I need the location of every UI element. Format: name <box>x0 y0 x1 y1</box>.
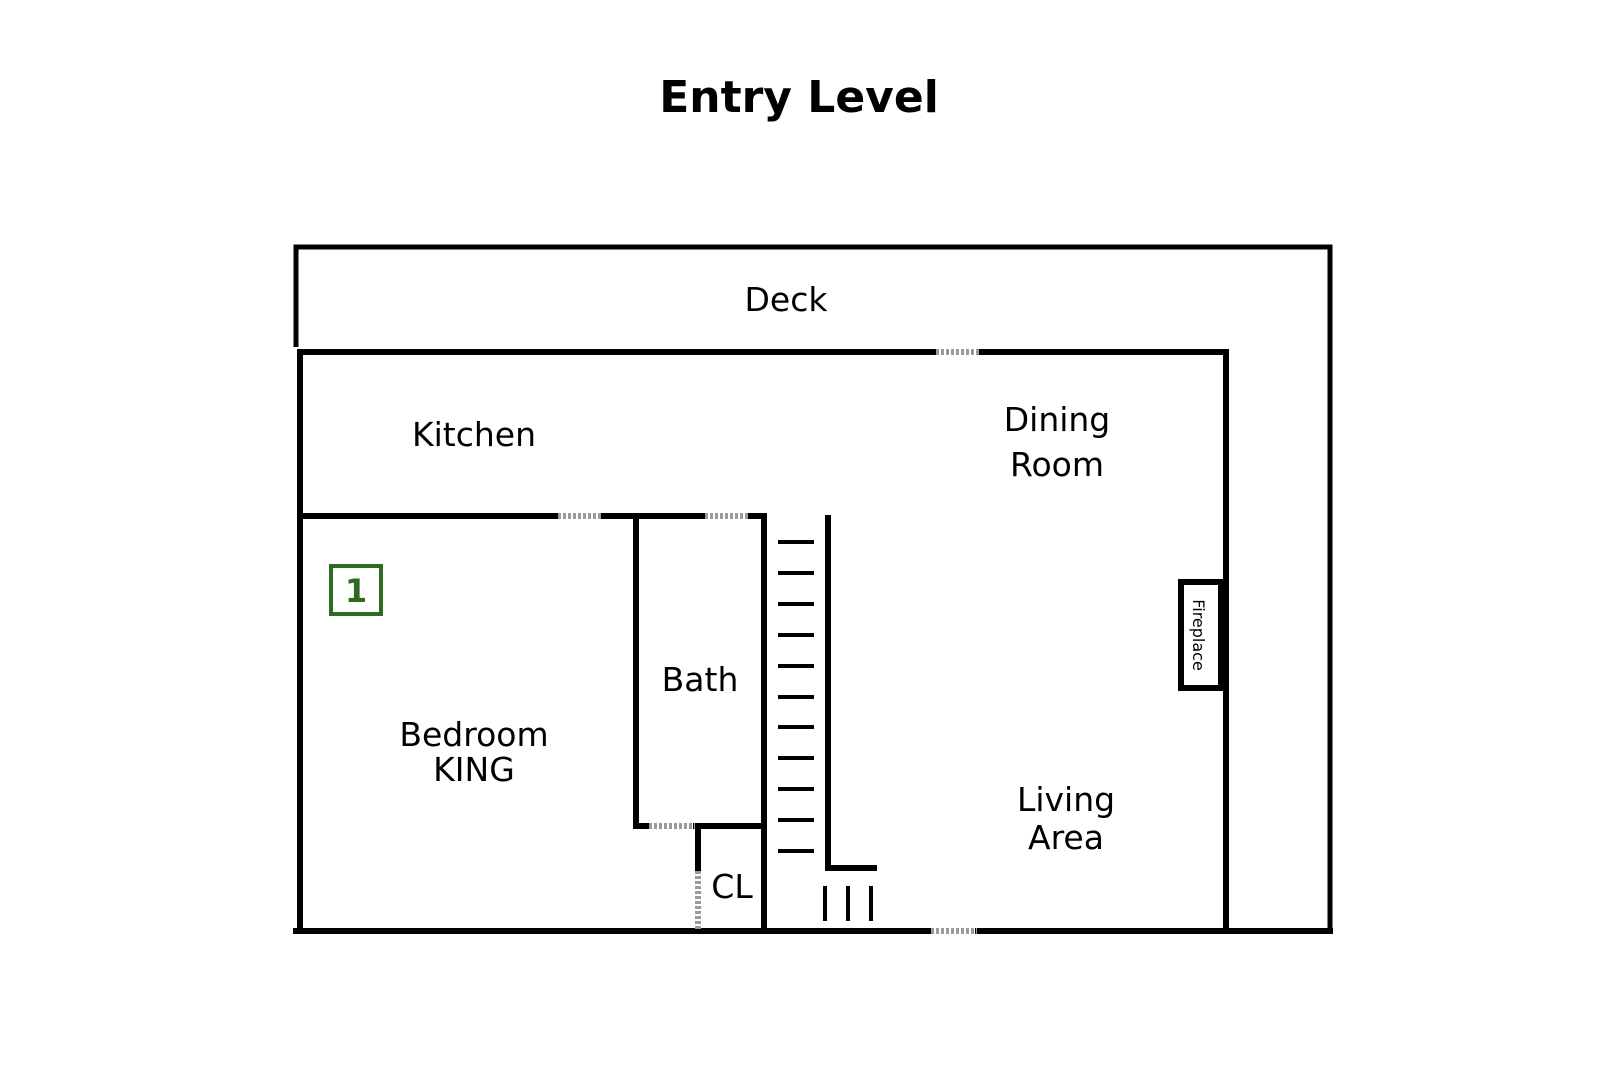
living-label-line1: Living <box>1017 780 1115 819</box>
dining-label-line1: Dining <box>1004 400 1111 439</box>
walls <box>293 349 1333 934</box>
bedroom-number: 1 <box>345 572 367 610</box>
dining-label-line2: Room <box>1010 445 1104 484</box>
kitchen-label: Kitchen <box>412 415 536 454</box>
stairs <box>778 540 873 921</box>
bedroom-label-line1: Bedroom <box>399 715 548 754</box>
closet-label: CL <box>711 867 753 906</box>
door-openings <box>558 349 981 934</box>
fireplace-label: Fireplace <box>1189 599 1208 671</box>
page-title: Entry Level <box>659 72 939 123</box>
bedroom-label-line2: KING <box>433 750 515 789</box>
deck-label: Deck <box>745 280 829 319</box>
bath-label: Bath <box>662 660 739 699</box>
bedroom-number-badge: 1 <box>329 564 383 616</box>
living-label-line2: Area <box>1028 818 1104 857</box>
fireplace: Fireplace <box>1178 579 1224 691</box>
